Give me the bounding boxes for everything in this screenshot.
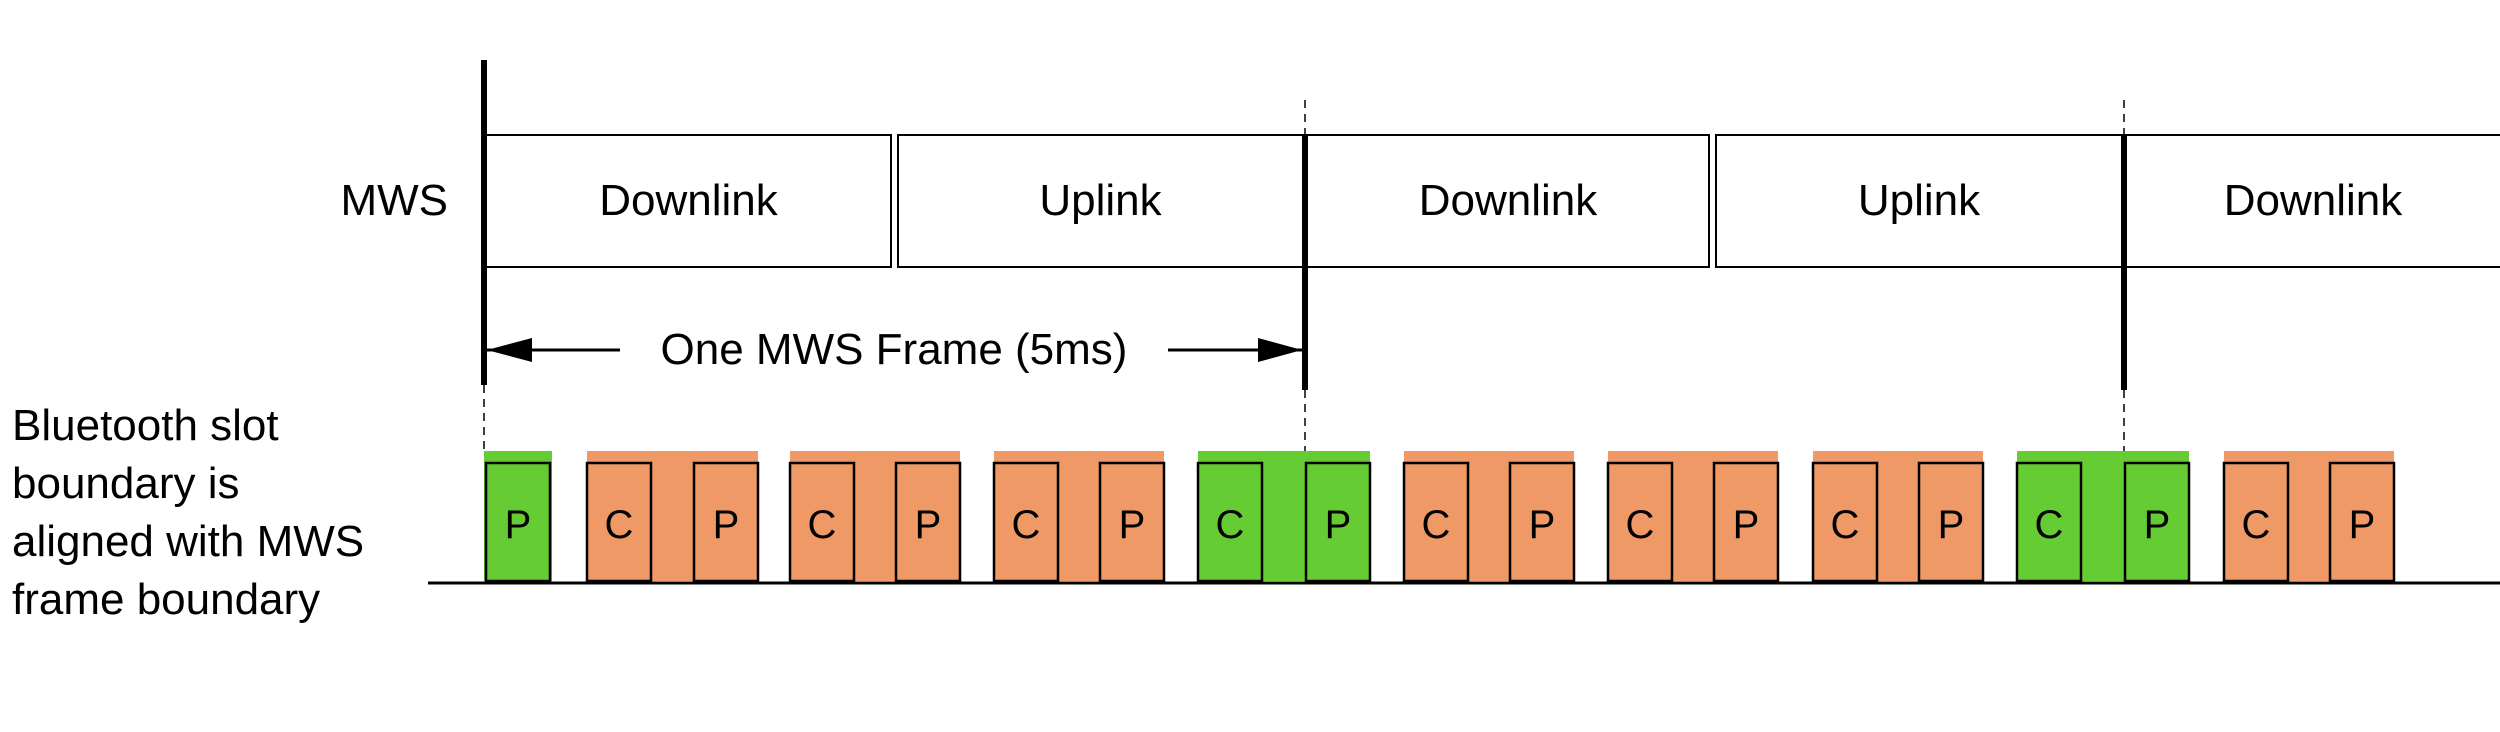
bt-slot-label: C xyxy=(1216,503,1245,547)
mws-segment-downlink: Downlink xyxy=(1306,135,1710,267)
bt-slot-label: C xyxy=(808,503,837,547)
bt-slot-box xyxy=(2328,461,2396,583)
bt-slot-box xyxy=(585,461,653,583)
mws-segment-downlink: Downlink xyxy=(2125,135,2404,267)
arrowhead-left-icon xyxy=(487,338,532,362)
bt-slot-box xyxy=(1508,461,1576,583)
mws-segment-uplink: Uplink xyxy=(1715,135,1981,267)
bt-slot-label: C xyxy=(1012,503,1041,547)
bt-slot-label: P xyxy=(2144,503,2171,547)
bt-slot-label: P xyxy=(1325,503,1352,547)
bt-slot-label: C xyxy=(1626,503,1655,547)
bt-slot-label: P xyxy=(505,503,532,547)
note-line-1: Bluetooth slot xyxy=(12,401,279,450)
bt-slot-label: C xyxy=(2035,503,2064,547)
bt-slot-box xyxy=(1811,461,1879,583)
bt-slot-box xyxy=(484,461,552,583)
bt-slot-label: P xyxy=(1529,503,1556,547)
bt-slot-label: P xyxy=(1733,503,1760,547)
bt-slot-box xyxy=(1304,461,1372,583)
bt-slot-box xyxy=(894,461,962,583)
mws-segment-label: Downlink xyxy=(1419,176,1599,225)
mws-segment-label: Downlink xyxy=(599,176,779,225)
bt-slot-box xyxy=(1402,461,1470,583)
mws-segment-label: Uplink xyxy=(1039,176,1162,225)
bt-slot-box xyxy=(2123,461,2191,583)
bt-slot-box xyxy=(1917,461,1985,583)
note-line-4: frame boundary xyxy=(12,575,320,624)
bt-slot-label: P xyxy=(713,503,740,547)
bt-slot-label: C xyxy=(605,503,634,547)
bt-slot-box xyxy=(1712,461,1780,583)
mws-segment-downlink: Downlink xyxy=(599,135,892,267)
bt-slot-label: P xyxy=(2349,503,2376,547)
bt-slot-pair: P xyxy=(484,451,552,583)
mws-label: MWS xyxy=(340,176,448,225)
mws-segment-label: Uplink xyxy=(1858,176,1981,225)
bt-slot-label: P xyxy=(1938,503,1965,547)
note-line-2: boundary is xyxy=(12,459,239,508)
bt-slot-box xyxy=(1098,461,1166,583)
mws-segment-label: Downlink xyxy=(2224,176,2404,225)
mws-row: Downlink Uplink Downlink Uplink Downlink xyxy=(484,133,2500,269)
bt-slot-box xyxy=(692,461,760,583)
bt-slot-label: P xyxy=(1119,503,1146,547)
bt-slot-box xyxy=(1606,461,1674,583)
bt-slot-box xyxy=(992,461,1060,583)
arrowhead-right-icon xyxy=(1258,338,1302,362)
bt-slot-box xyxy=(2222,461,2290,583)
frame-span-arrow xyxy=(487,338,1302,362)
bt-slot-box xyxy=(1196,461,1264,583)
bt-slot-label: C xyxy=(2242,503,2271,547)
bt-slot-label: C xyxy=(1422,503,1451,547)
frame-duration-label: One MWS Frame (5ms) xyxy=(661,325,1128,374)
bt-slot-box xyxy=(788,461,856,583)
bt-slot-label: C xyxy=(1831,503,1860,547)
bt-slot-box xyxy=(2015,461,2083,583)
bt-slot-label: P xyxy=(915,503,942,547)
mws-segment-uplink: Uplink xyxy=(897,135,1163,267)
note-line-3: aligned with MWS xyxy=(12,517,364,566)
bluetooth-alignment-note: Bluetooth slot boundary is aligned with … xyxy=(12,401,376,624)
